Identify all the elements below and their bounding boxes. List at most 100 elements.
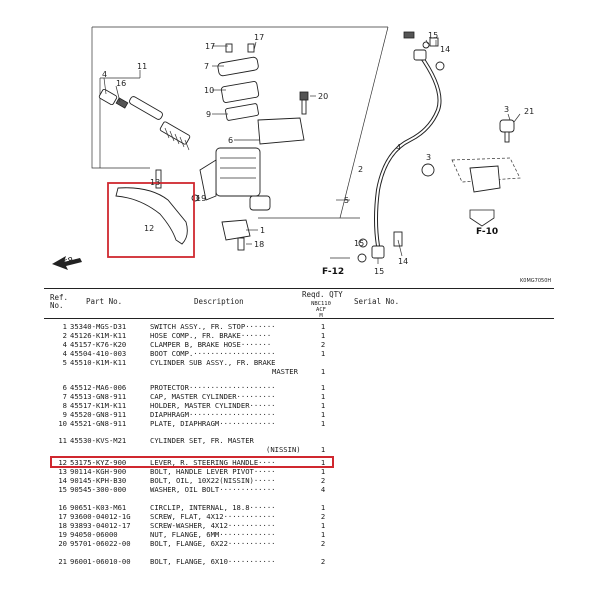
master-cylinder-body [199, 117, 305, 211]
row-qty: 1 [320, 349, 326, 358]
table-row: 7 45513-GN8-911 CAP, MASTER CYLINDER····… [0, 392, 600, 401]
row-description: CLAMPER B, BRAKE HOSE······· [150, 340, 272, 349]
callout-14: 14 [440, 45, 450, 54]
row-highlight-box [50, 456, 334, 468]
top-oil-bolt [393, 31, 439, 247]
row-ref: 4 [62, 349, 67, 358]
row-part-no: 93893-04012-17 [70, 521, 131, 530]
header-model: NBC110 ACF M [311, 301, 331, 319]
brake-lever [115, 169, 199, 245]
row-ref: 18 [58, 521, 67, 530]
row-part-no: 96001-06010-00 [70, 557, 131, 566]
callout-4b: 4 [396, 143, 401, 152]
reservoir-cap [217, 43, 260, 121]
row-qty: 1 [320, 521, 326, 530]
callout-6: 6 [228, 136, 233, 145]
table-row: 15 90545-300-000 WASHER, OIL BOLT·······… [0, 485, 600, 494]
table-row: 9 45520-GN8-911 DIAPHRAGM···············… [0, 410, 600, 419]
row-part-no: 53175-KYZ-900 [70, 458, 127, 467]
row-ref: 17 [58, 512, 67, 521]
row-part-no: 95701-06022-00 [70, 539, 131, 548]
row-qty: 1 [320, 467, 326, 476]
row-description: NUT, FLANGE, 6MM············· [150, 530, 276, 539]
row-ref: 16 [58, 503, 67, 512]
row-description: SCREW, FLAT, 4X12············ [150, 512, 276, 521]
row-qty: 1 [320, 419, 326, 428]
callout-12: 12 [144, 224, 154, 233]
row-qty: 1 [320, 392, 326, 401]
table-row: 17 93600-04012-1G SCREW, FLAT, 4X12·····… [0, 512, 600, 521]
callout-9: 9 [206, 110, 211, 119]
row-qty: 1 [320, 367, 326, 376]
callout-5: 5 [344, 196, 349, 205]
row-qty: 2 [320, 512, 326, 521]
row-ref: 4 [62, 340, 67, 349]
row-part-no: 45510-K1M-K11 [70, 358, 127, 367]
lever-highlight-box [107, 182, 195, 258]
table-row: 2 45126-K1M-K11 HOSE COMP., FR. BRAKE···… [0, 331, 600, 340]
holder-assembly [221, 219, 251, 251]
row-description: BOOT COMP.··················· [150, 349, 276, 358]
table-row-continuation: MASTER 1 [0, 367, 600, 376]
row-ref: 13 [58, 467, 67, 476]
row-description: CIRCLIP, INTERNAL, 18.8······ [150, 503, 276, 512]
callout-15b: 15 [354, 239, 364, 248]
header-ref-no: Ref. No. [50, 293, 69, 310]
table-row: 5 45510-K1M-K11 CYLINDER SUB ASSY., FR. … [0, 358, 600, 367]
row-ref: 20 [58, 539, 67, 548]
label-f12: F-12 [322, 267, 344, 277]
row-qty: 1 [320, 401, 326, 410]
table-row: 6 45512-MA6-006 PROTECTOR···············… [0, 383, 600, 392]
row-description: LEVER, R. STEERING HANDLE···· [150, 458, 276, 467]
table-row: 18 93893-04012-17 SCREW-WASHER, 4X12····… [0, 521, 600, 530]
row-ref: 19 [58, 530, 67, 539]
row-qty: 2 [320, 340, 326, 349]
row-ref: 11 [58, 436, 67, 445]
row-ref: 15 [58, 485, 67, 494]
callout-17b: 17 [254, 33, 264, 42]
table-row: 20 95701-06022-00 BOLT, FLANGE, 6X22····… [0, 539, 600, 548]
row-description: BOLT, FLANGE, 6X22··········· [150, 539, 276, 548]
group-frame [91, 27, 150, 169]
row-part-no: 45157-K76-K20 [70, 340, 127, 349]
row-part-no: 90145-KPH-B30 [70, 476, 127, 485]
header-serial-no: Serial No. [354, 297, 400, 306]
row-part-no: 45513-GN8-911 [70, 392, 127, 401]
row-ref: 10 [58, 419, 67, 428]
callout-2: 2 [358, 165, 363, 174]
row-description-continued: MASTER [272, 367, 298, 376]
callout-3: 3 [504, 105, 509, 114]
row-qty: 1 [320, 445, 326, 454]
row-part-no: 90545-300-000 [70, 485, 127, 494]
callout-3b: 3 [426, 153, 431, 162]
row-qty: 1 [320, 503, 326, 512]
callout-4: 4 [102, 70, 107, 79]
row-ref: 8 [62, 401, 67, 410]
row-description: CYLINDER SUB ASSY., FR. BRAKE [150, 358, 276, 367]
row-description: BOLT, HANDLE LEVER PIVOT····· [150, 467, 276, 476]
table-row: 14 90145-KPH-B30 BOLT, OIL, 10X22(NISSIN… [0, 476, 600, 485]
row-part-no: 45521-GN8-911 [70, 419, 127, 428]
row-part-no: 93600-04012-1G [70, 512, 131, 521]
row-ref: 21 [58, 557, 67, 566]
callout-15c: 15 [374, 267, 384, 276]
header-part-no: Part No. [86, 297, 123, 306]
row-description: SWITCH ASSY., FR. STOP······· [150, 322, 276, 331]
row-qty: 2 [320, 557, 326, 566]
row-description: CAP, MASTER CYLINDER········· [150, 392, 276, 401]
callout-19: 19 [196, 194, 206, 203]
table-row: 21 96001-06010-00 BOLT, FLANGE, 6X10····… [0, 557, 600, 566]
callout-14b: 14 [398, 257, 408, 266]
row-qty: 1 [320, 530, 326, 539]
table-row: 8 45517-K1M-K11 HOLDER, MASTER CYLINDER·… [0, 401, 600, 410]
table-top-rule [44, 288, 554, 289]
row-description-continued: (NISSIN) [266, 445, 301, 454]
row-description: PROTECTOR···················· [150, 383, 276, 392]
row-part-no: 45512-MA6-006 [70, 383, 127, 392]
row-ref: 14 [58, 476, 67, 485]
callout-7: 7 [204, 62, 209, 71]
row-part-no: 90651-K03-M61 [70, 503, 127, 512]
callout-16: 16 [116, 79, 126, 88]
brake-hose [357, 49, 445, 263]
row-qty: 2 [320, 539, 326, 548]
